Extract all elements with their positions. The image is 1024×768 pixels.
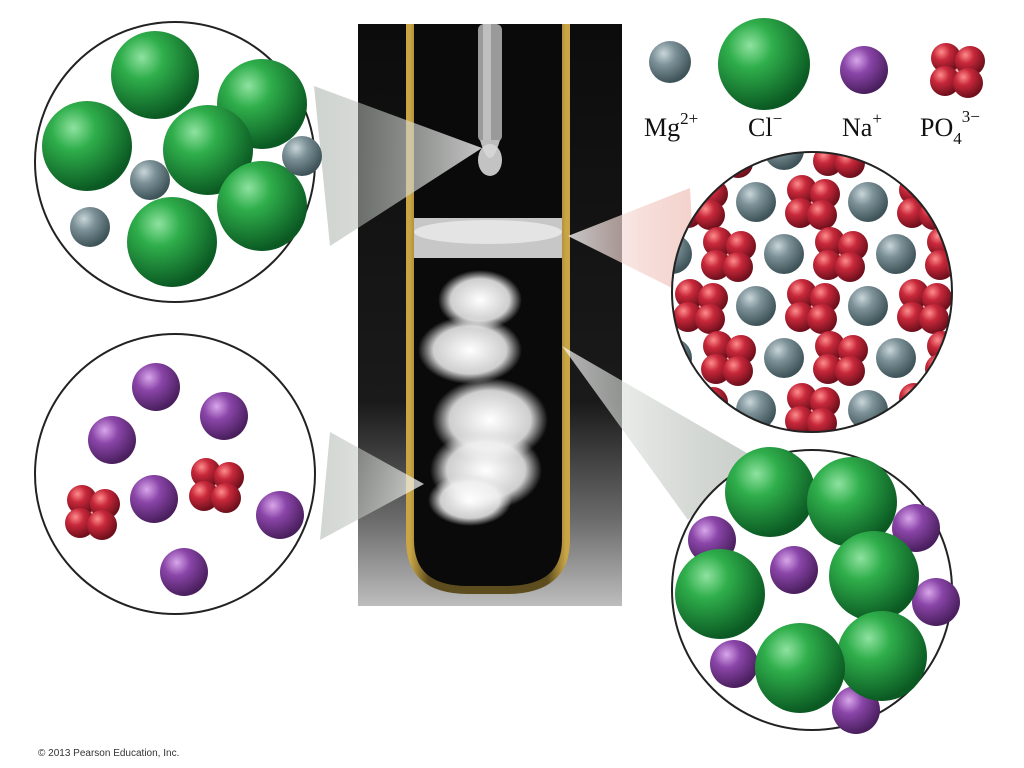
na-ion (770, 546, 818, 594)
legend-label-po4: PO43− (920, 107, 980, 148)
precipitate-lattice-view (624, 71, 1024, 490)
precipitate-cloud (418, 270, 548, 526)
na-ion (710, 640, 758, 688)
mg-ion (70, 207, 110, 247)
mg-ion (960, 286, 1000, 326)
na-ion (88, 416, 136, 464)
mg-ion (736, 286, 776, 326)
na-ion (892, 504, 940, 552)
cl-ion (725, 447, 815, 537)
po4-ion (785, 383, 840, 432)
po4-ion (785, 175, 840, 230)
po4-ion (1009, 71, 1024, 126)
po4-ion (1009, 279, 1024, 334)
cl-ion (837, 611, 927, 701)
mgcl2-solution-view (34, 21, 322, 303)
po4-ion (813, 331, 868, 386)
mg-ion (848, 286, 888, 326)
mg-ion (282, 136, 322, 176)
na-ion-swatch (840, 46, 888, 94)
mg-ion (130, 160, 170, 200)
po4-ion (673, 279, 728, 334)
mg-ion (848, 390, 888, 430)
nacl-solution-view (671, 447, 960, 734)
cl-ion (675, 549, 765, 639)
mg-ion (988, 442, 1024, 482)
po4-ion (925, 331, 952, 386)
na-ion (160, 548, 208, 596)
mg-ion (876, 234, 916, 274)
po4-ion (925, 227, 952, 282)
mg-ion-swatch (649, 41, 691, 83)
na-ion (256, 491, 304, 539)
mg-ion (764, 152, 804, 170)
na-ion (200, 392, 248, 440)
cl-ion (217, 161, 307, 251)
po4-ion (701, 227, 756, 282)
na3po4-solution-view (34, 333, 316, 615)
po4-ion (701, 331, 756, 386)
legend: Mg2+ Cl− Na+ PO43− (644, 18, 985, 148)
legend-cl: Cl− (718, 18, 810, 142)
legend-po4: PO43− (920, 43, 985, 148)
copyright-notice: © 2013 Pearson Education, Inc. (38, 748, 180, 759)
legend-mg: Mg2+ (644, 41, 698, 142)
dropper (478, 24, 502, 176)
beam-mid-right (568, 188, 696, 300)
mg-ion (736, 182, 776, 222)
legend-label-cl: Cl− (748, 109, 782, 142)
mg-ion (988, 338, 1024, 378)
mg-ion (988, 234, 1024, 274)
na-ion (132, 363, 180, 411)
mg-ion (876, 152, 916, 170)
cl-ion (829, 531, 919, 621)
beam-bottom-right (562, 346, 752, 520)
po4-ion (65, 485, 120, 540)
cl-ion (163, 105, 253, 195)
po4-ion (813, 227, 868, 282)
mg-ion (988, 130, 1024, 170)
cl-ion-swatch (718, 18, 810, 110)
cl-ion (42, 101, 132, 191)
mg-ion (848, 182, 888, 222)
cl-ion (755, 623, 845, 713)
cl-ion (807, 457, 897, 547)
beam-bottom-left (320, 432, 424, 540)
po4-ion-swatch (930, 43, 985, 98)
cl-ion (127, 197, 217, 287)
legend-label-mg: Mg2+ (644, 109, 698, 142)
legend-label-na: Na+ (842, 109, 882, 142)
po4-ion (925, 435, 980, 490)
legend-na: Na+ (840, 46, 888, 142)
na-ion (130, 475, 178, 523)
mg-ion (672, 338, 692, 378)
mg-ion (624, 286, 664, 326)
mg-ion (624, 78, 664, 118)
test-tube-photo (358, 24, 622, 606)
po4-ion (1009, 175, 1024, 230)
na-ion (912, 578, 960, 626)
mg-ion (764, 338, 804, 378)
po4-ion (897, 383, 952, 432)
po4-ion (897, 279, 952, 334)
mg-ion (736, 390, 776, 430)
po4-ion (785, 279, 840, 334)
mg-ion (764, 234, 804, 274)
mg-ion (960, 390, 1000, 430)
mg-ion (672, 234, 692, 274)
po4-ion (1009, 383, 1024, 438)
mg-ion (876, 338, 916, 378)
po4-ion (897, 175, 952, 230)
po4-ion (189, 458, 244, 513)
mg-ion (960, 182, 1000, 222)
beam-top-left (314, 86, 482, 246)
cl-ion (111, 31, 199, 119)
